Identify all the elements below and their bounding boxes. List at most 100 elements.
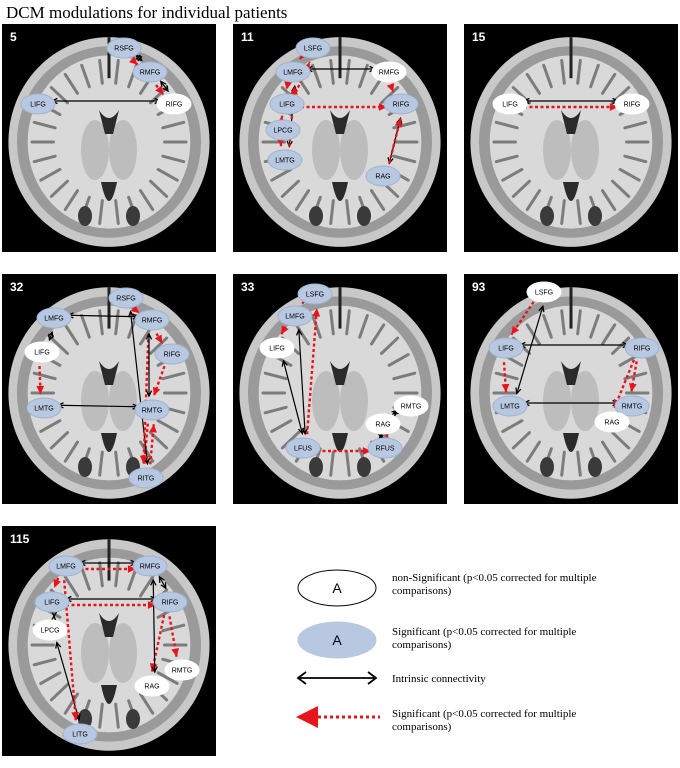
region-label: RSFG [116,296,135,303]
intrinsic-connection [158,576,167,589]
region-label: LIFG [34,350,50,357]
region-label: LMFG [44,316,63,323]
figure-title: DCM modulations for individual patients [6,3,288,22]
region-label: RSFG [114,46,133,53]
region-label: RIFG [393,102,410,109]
region-node: LIFG [259,337,295,359]
brain-panel-15: LIFG RIFG [470,37,672,247]
region-node: RSFG [106,37,142,59]
brain-slice [8,37,210,247]
region-label: LIFG [498,346,514,353]
connections [36,305,166,466]
region-node: RAG [365,413,401,435]
region-node: LIFG [269,93,305,115]
modulation-connection [150,614,166,672]
regions: LIFG RIFG [492,93,650,115]
intrinsic-connection [68,314,139,318]
legend-intrinsic-arrow [296,671,378,685]
region-node: RIFG [624,337,660,359]
region-node: LIFG [488,337,524,359]
region-label: LSFG [306,292,324,299]
brain-slice [8,287,210,499]
panel-label: 5 [10,30,17,44]
region-node: RAG [134,675,170,697]
region-label: LIFG [502,102,518,109]
region-node: RIFG [614,93,650,115]
intrinsic-connection [298,329,306,434]
panel-label: 115 [10,532,30,546]
panel-5: RSFG RMFG LIFG RIFG 5 [2,24,216,252]
region-node: LIFG [20,93,56,115]
region-label: RMTG [142,408,163,415]
region-node: LMTG [492,395,528,417]
region-node: RMFG [132,61,168,83]
connections [50,54,169,105]
region-node: LMTG [267,149,303,171]
intrinsic-connection [58,404,139,408]
region-label: LIFG [269,346,285,353]
region-label: LFUS [294,446,312,453]
region-node: LMTG [26,397,62,419]
modulation-connection [305,308,319,435]
legend-sig-node: A [297,621,377,659]
panel-label: 32 [10,280,24,294]
region-node: RAG [594,411,630,433]
legend-nonsig-node: A [297,569,377,607]
region-label: RIFG [162,600,179,607]
intrinsic-connection [152,579,156,672]
region-node: RAG [365,165,401,187]
region-node: RMTG [393,395,429,417]
region-node: LSFG [526,281,562,303]
region-node: LITG [62,723,98,745]
brain-slice [8,539,210,751]
region-label: RAG [604,420,619,427]
region-label: LIFG [30,102,46,109]
region-node: LIFG [492,93,528,115]
region-label: RIFG [164,352,181,359]
region-node: RMTG [164,659,200,681]
region-label: RMTG [401,404,422,411]
region-node: RSFG [108,287,144,309]
intrinsic-connection [516,306,544,394]
brain-panel-5: RSFG RMFG LIFG RIFG [8,37,210,247]
region-node: RITG [128,467,164,489]
region-node: RMFG [371,61,407,83]
region-node: RIFG [154,343,190,365]
intrinsic-connection [160,81,169,92]
brain-slice [239,287,441,499]
region-label: RMTG [172,668,193,675]
panel-label: 33 [241,280,255,294]
legend-intrinsic-text: Intrinsic connectivity [392,673,486,685]
region-node: RIFG [383,93,419,115]
region-node: LMFG [36,307,72,329]
panel-label: 11 [241,30,254,44]
region-node: RFUS [367,437,403,459]
region-label: LMFG [56,564,75,571]
legend-node-letter: A [332,632,342,648]
region-label: RAG [144,684,159,691]
legend-modulation-text: Significant (p<0.05 corrected for multip… [392,708,577,733]
region-label: RAG [375,174,390,181]
region-node: LSFG [297,283,333,305]
region-label: RIFG [624,102,641,109]
brain-slice [470,37,672,247]
region-label: RMFG [140,564,161,571]
region-label: RMFG [379,70,400,77]
region-node: LPCG [265,119,301,141]
region-node: LIFG [34,591,70,613]
region-label: LMTG [34,406,53,413]
region-label: LIFG [44,600,60,607]
region-label: RIFG [166,102,183,109]
region-label: RAG [375,422,390,429]
